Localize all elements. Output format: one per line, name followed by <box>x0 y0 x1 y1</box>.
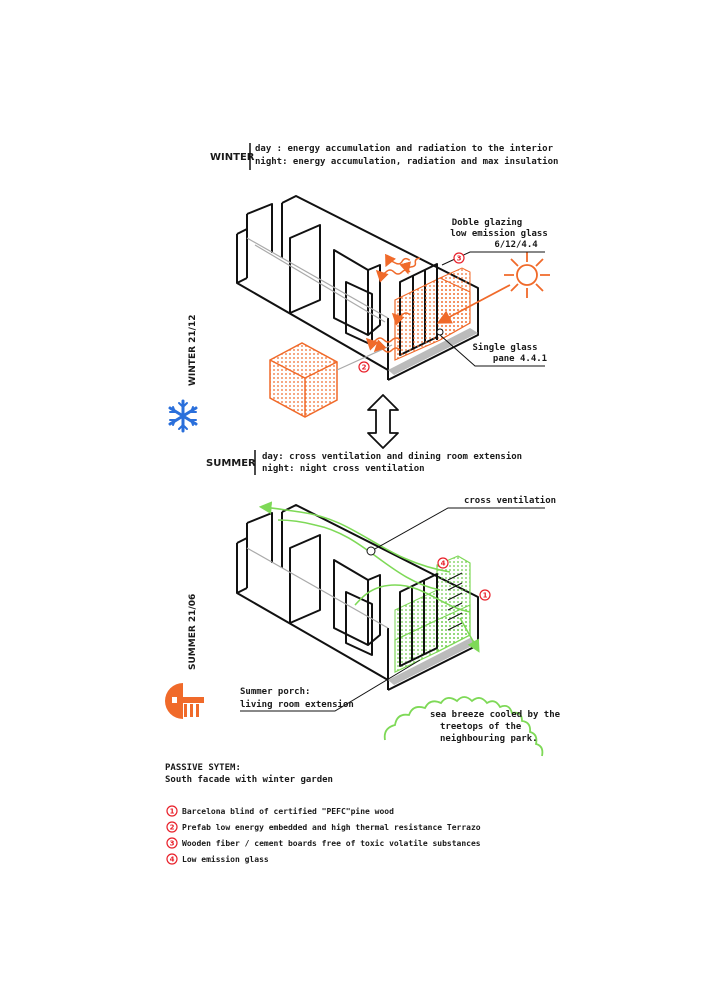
svg-text:4: 4 <box>170 856 175 864</box>
svg-text:4: 4 <box>441 560 446 568</box>
sea-breeze-label: sea breeze cooled by the treetops of the… <box>430 710 561 744</box>
svg-text:Doble glazing: Doble glazing <box>452 217 522 228</box>
summer-title: SUMMER <box>206 458 256 469</box>
summer-day-text: day: cross ventilation and dining room e… <box>262 451 522 462</box>
svg-text:2: 2 <box>170 824 175 832</box>
legend-item: 2 Prefab low energy embedded and high th… <box>166 821 481 833</box>
winter-day-text: day : energy accumulation and radiation … <box>255 143 554 154</box>
svg-text:Prefab low energy embedded and: Prefab low energy embedded and high ther… <box>182 822 481 832</box>
winter-night-text: night: energy accumulation, radiation an… <box>255 156 558 167</box>
svg-text:6/12/4.4: 6/12/4.4 <box>494 240 538 250</box>
passive-system-title: PASSIVE SYTEM: South facade with winter … <box>165 763 333 785</box>
snowflake-icon <box>168 399 198 433</box>
summer-header: SUMMER day: cross ventilation and dining… <box>206 450 522 475</box>
winter-header: WINTER day : energy accumulation and rad… <box>210 143 558 170</box>
winter-side-label: WINTER 21/12 <box>188 315 198 387</box>
winter-title: WINTER <box>210 152 255 163</box>
svg-text:1: 1 <box>170 808 175 816</box>
arrows-icon <box>367 394 399 449</box>
svg-text:pane 4.4.1: pane 4.4.1 <box>493 354 547 364</box>
marker-1: 1 <box>479 589 491 601</box>
marker-3: 3 <box>453 252 465 264</box>
heat-radiation-arrows <box>365 253 421 353</box>
cross-ventilation-label: cross ventilation <box>366 495 556 556</box>
svg-text:PASSIVE SYTEM:: PASSIVE SYTEM: <box>165 763 241 773</box>
double-glazing-label: Doble glazing low emission glass 6/12/4.… <box>441 217 548 266</box>
svg-text:treetops of the: treetops of the <box>440 722 522 732</box>
treetops-outline <box>383 696 544 757</box>
summer-logo-icon <box>165 683 204 719</box>
svg-text:South facade with winter garde: South facade with winter garden <box>165 774 333 785</box>
summer-night-text: night: night cross ventilation <box>262 463 425 474</box>
legend: 1 Barcelona blind of certified "PEFC"pin… <box>166 805 481 865</box>
legend-item: 4 Low emission glass <box>166 853 269 865</box>
svg-text:Single glass: Single glass <box>472 342 537 353</box>
svg-text:sea breeze cooled by the: sea breeze cooled by the <box>430 710 561 720</box>
svg-text:Low emission glass: Low emission glass <box>182 854 269 864</box>
svg-text:1: 1 <box>483 592 488 600</box>
winter-building <box>236 195 479 418</box>
svg-text:3: 3 <box>170 840 175 848</box>
legend-item: 1 Barcelona blind of certified "PEFC"pin… <box>166 805 394 817</box>
summer-porch-label: Summer porch: living room extension <box>240 659 421 712</box>
marker-4: 4 <box>437 557 449 569</box>
single-glass-label: Single glass pane 4.4.1 <box>436 328 547 367</box>
cross-ventilation-arrows <box>258 501 480 653</box>
summer-side-label: SUMMER 21/06 <box>188 594 198 670</box>
svg-text:neighbouring park.: neighbouring park. <box>440 733 538 744</box>
svg-text:living room extension: living room extension <box>240 699 354 710</box>
marker-2: 2 <box>358 361 370 373</box>
svg-text:Barcelona blind of certified ": Barcelona blind of certified "PEFC"pine … <box>182 806 394 816</box>
summer-building <box>236 504 479 691</box>
legend-item: 3 Wooden fiber / cement boards free of t… <box>166 837 481 849</box>
svg-text:Wooden fiber / cement boards f: Wooden fiber / cement boards free of tox… <box>182 838 481 848</box>
svg-text:3: 3 <box>457 255 462 263</box>
svg-text:2: 2 <box>362 364 367 372</box>
svg-text:Summer porch:: Summer porch: <box>240 687 310 697</box>
sun-icon <box>436 252 550 324</box>
svg-text:cross ventilation: cross ventilation <box>464 495 556 506</box>
svg-text:low emission glass: low emission glass <box>450 228 548 239</box>
